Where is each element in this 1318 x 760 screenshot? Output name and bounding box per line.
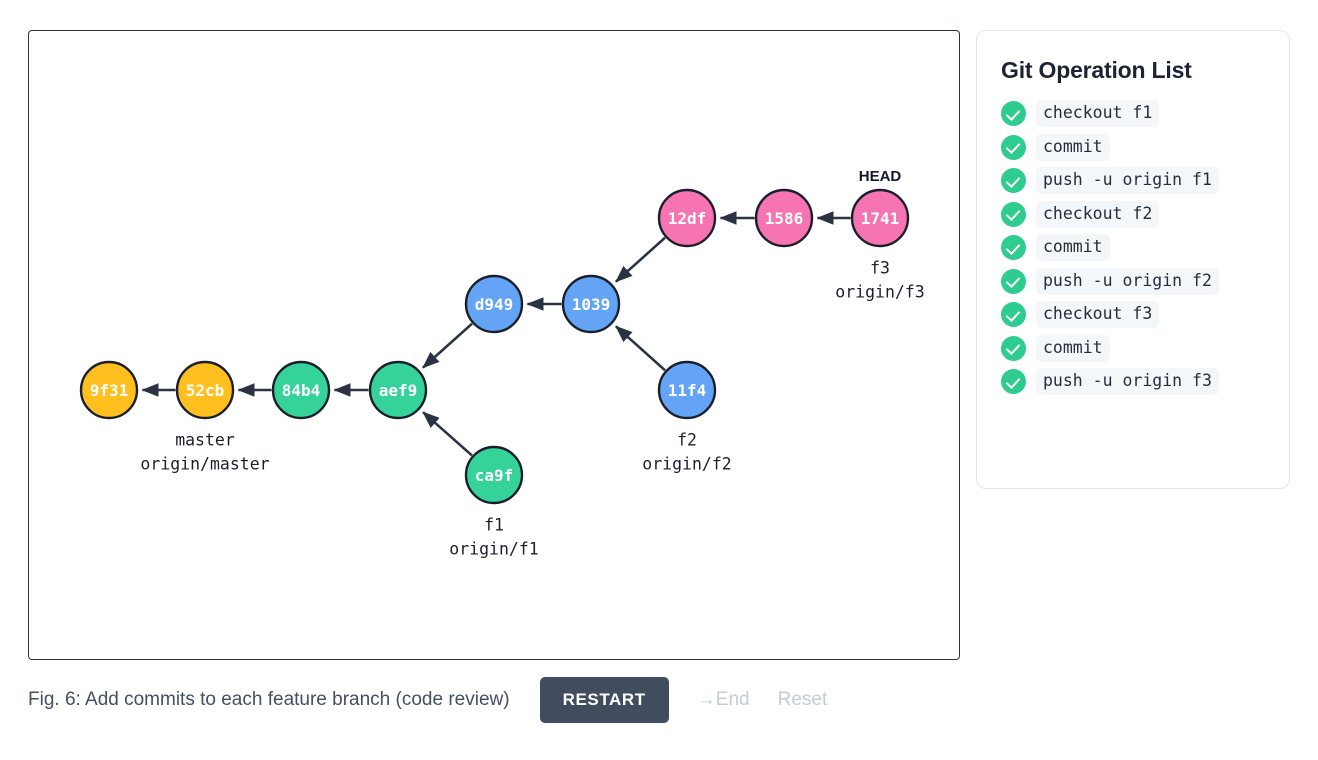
commit-node-circle xyxy=(754,188,814,248)
graph-tags-layer: master origin/master f1 origin/f1 f2 origin/f… xyxy=(140,168,924,559)
operation-list: checkout f1 commit push -u origin f1 checko… xyxy=(1001,100,1265,395)
operation-list-item[interactable]: commit xyxy=(1001,133,1265,161)
operation-command-text: commit xyxy=(1036,334,1110,362)
commit-node-circle xyxy=(850,188,910,248)
head-tag-label: HEAD xyxy=(859,168,902,185)
check-circle-icon xyxy=(1001,335,1026,361)
restart-button[interactable]: RESTART xyxy=(539,677,669,723)
check-circle-icon xyxy=(1001,268,1026,294)
commit-edge xyxy=(422,322,473,369)
commit-node-label: 1741 xyxy=(861,209,900,228)
commit-node-label: 12df xyxy=(668,209,707,228)
commit-node-circle xyxy=(561,274,621,334)
commit-node[interactable]: ca9f xyxy=(464,445,524,505)
commit-node-circle xyxy=(79,360,139,420)
git-operation-list-panel: Git Operation List checkout f1 commit push… xyxy=(976,30,1290,489)
commit-graph-canvas: 9f31 52cb 84b4 aef9 ca9f d949 1039 11f4 12df 1586… xyxy=(28,30,960,660)
commit-node[interactable]: d949 xyxy=(464,274,524,334)
operation-list-item[interactable]: push -u origin f1 xyxy=(1001,167,1265,194)
commit-node-circle xyxy=(368,360,428,420)
check-circle-icon xyxy=(1001,134,1026,160)
commit-node-label: 11f4 xyxy=(668,381,707,400)
branch-tag-label: origin/f3 xyxy=(835,283,924,302)
panel-title: Git Operation List xyxy=(1001,57,1192,83)
commit-node-label: 84b4 xyxy=(282,381,321,400)
operation-command-text: checkout f1 xyxy=(1036,100,1160,127)
commit-node[interactable]: 12df xyxy=(657,188,717,248)
check-circle-icon xyxy=(1001,302,1026,327)
operation-command-text: commit xyxy=(1036,234,1110,261)
reset-link[interactable]: Reset xyxy=(777,689,828,710)
check-circle-icon xyxy=(1001,369,1026,394)
branch-tag-label: origin/f2 xyxy=(642,455,731,474)
check-circle-icon xyxy=(1001,235,1026,260)
commit-node[interactable]: 84b4 xyxy=(271,360,331,420)
commit-node[interactable]: 9f31 xyxy=(79,360,139,420)
commit-node-label: aef9 xyxy=(379,381,418,400)
operation-command-text: checkout f3 xyxy=(1036,301,1160,328)
commit-node-label: 1586 xyxy=(765,209,804,228)
commit-node-circle xyxy=(657,360,717,420)
commit-node[interactable]: aef9 xyxy=(368,360,428,420)
check-circle-icon xyxy=(1001,168,1026,193)
operation-command-text: commit xyxy=(1036,133,1110,161)
operation-list-item[interactable]: commit xyxy=(1001,234,1265,261)
commit-graph-svg: 9f31 52cb 84b4 aef9 ca9f d949 1039 11f4 12df 1586… xyxy=(79,168,925,559)
branch-tag-label: origin/f1 xyxy=(449,540,538,559)
branch-tag-label: f2 xyxy=(677,431,697,450)
commit-node-circle xyxy=(464,274,524,334)
figure-caption: Fig. 6: Add commits to each feature bran… xyxy=(28,689,510,710)
control-bar: Fig. 6: Add commits to each feature bran… xyxy=(28,672,960,728)
operation-command-text: push -u origin f1 xyxy=(1036,167,1219,194)
operation-list-item[interactable]: push -u origin f3 xyxy=(1001,368,1265,395)
commit-node-circle xyxy=(464,445,524,505)
check-circle-icon xyxy=(1001,201,1026,227)
end-link[interactable]: →End xyxy=(696,689,750,710)
branch-tag-label: master xyxy=(175,431,235,450)
commit-node-circle xyxy=(657,188,717,248)
operation-command-text: push -u origin f3 xyxy=(1036,368,1219,395)
commit-node[interactable]: 1741 xyxy=(850,188,910,248)
graph-nodes-layer: 9f31 52cb 84b4 aef9 ca9f d949 1039 11f4 12df 1586… xyxy=(79,188,910,505)
commit-edge xyxy=(422,411,473,457)
operation-list-item[interactable]: checkout f3 xyxy=(1001,301,1265,328)
commit-node[interactable]: 1039 xyxy=(561,274,621,334)
branch-tag-label: origin/master xyxy=(140,455,269,474)
operation-list-item[interactable]: commit xyxy=(1001,334,1265,362)
graph-edges-layer xyxy=(141,211,851,457)
commit-node-label: 9f31 xyxy=(90,381,129,400)
operation-list-item[interactable]: checkout f2 xyxy=(1001,200,1265,228)
commit-node[interactable]: 52cb xyxy=(175,360,235,420)
commit-node[interactable]: 1586 xyxy=(754,188,814,248)
commit-node-label: ca9f xyxy=(475,466,514,485)
branch-tag-label: f3 xyxy=(870,259,890,278)
commit-node-label: 52cb xyxy=(186,381,225,400)
operation-list-item[interactable]: push -u origin f2 xyxy=(1001,267,1265,295)
operation-list-item[interactable]: checkout f1 xyxy=(1001,100,1265,127)
commit-node-circle xyxy=(175,360,235,420)
branch-tag-label: f1 xyxy=(484,516,504,535)
commit-edge xyxy=(615,325,666,372)
commit-node-circle xyxy=(271,360,331,420)
check-circle-icon xyxy=(1001,101,1026,126)
commit-edge xyxy=(615,236,666,283)
operation-command-text: checkout f2 xyxy=(1036,200,1160,228)
commit-node[interactable]: 11f4 xyxy=(657,360,717,420)
commit-node-label: d949 xyxy=(475,295,514,314)
operation-command-text: push -u origin f2 xyxy=(1036,267,1219,295)
commit-node-label: 1039 xyxy=(572,295,611,314)
